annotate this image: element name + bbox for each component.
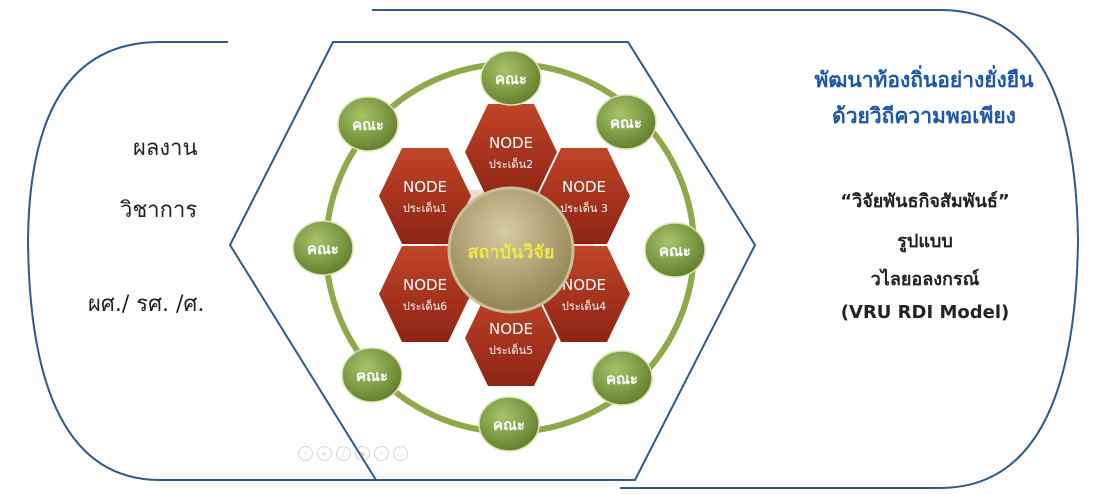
faculty-label: คณะ: [495, 70, 527, 88]
node-hexagon[interactable]: NODE ประเด็น5: [465, 290, 557, 386]
right-line-2: รูปแบบ: [897, 231, 953, 252]
outer-hexagon: [228, 41, 757, 481]
faculty-label: คณะ: [606, 370, 638, 388]
right-title-line-2: ด้วยวิถีความพอเพียง: [832, 104, 1016, 128]
slideshow-controls: ‹ ▸ ∕ ▪ ⌕ …: [298, 446, 408, 461]
node-subtitle: ประเด็น 3: [560, 201, 608, 215]
node-subtitle: ประเด็น2: [489, 157, 533, 171]
faculty-circle[interactable]: คณะ: [478, 396, 540, 452]
faculty-circle[interactable]: คณะ: [337, 96, 399, 152]
center-institute[interactable]: สถาบันวิจัย: [447, 186, 575, 314]
node-title: NODE: [562, 178, 606, 196]
faculty-circle[interactable]: คณะ: [480, 50, 542, 106]
left-panel-outline: [26, 41, 376, 481]
node-subtitle: ประเด็น1: [403, 201, 447, 215]
center-label: สถาบันวิจัย: [468, 242, 555, 263]
faculty-label: คณะ: [307, 240, 339, 258]
node-title: NODE: [403, 276, 447, 294]
node-title: NODE: [562, 276, 606, 294]
left-line-3: ผศ./ รศ. /ศ.: [88, 292, 205, 317]
more-icon[interactable]: …: [393, 446, 408, 461]
faculty-label: คณะ: [659, 242, 691, 260]
node-title: NODE: [489, 134, 533, 152]
faculty-circle[interactable]: คณะ: [595, 94, 657, 150]
faculty-circle[interactable]: คณะ: [644, 222, 706, 278]
node-hexagon[interactable]: NODE ประเด็น6: [379, 246, 471, 342]
node-title: NODE: [489, 320, 533, 338]
node-subtitle: ประเด็น5: [489, 343, 533, 357]
zoom-icon[interactable]: ⌕: [374, 446, 389, 461]
faculty-label: คณะ: [610, 114, 642, 132]
faculty-circle[interactable]: คณะ: [292, 220, 354, 276]
right-line-1: “วิจัยพันธกิจสัมพันธ์”: [840, 191, 1010, 212]
prev-icon[interactable]: ‹: [298, 446, 313, 461]
faculty-label: คณะ: [352, 116, 384, 134]
left-line-2: วิชาการ: [120, 198, 198, 223]
play-icon[interactable]: ▸: [317, 446, 332, 461]
right-panel-outline: [372, 9, 1080, 489]
node-subtitle: ประเด็น4: [562, 299, 606, 313]
right-line-4: (VRU RDI Model): [840, 302, 1010, 323]
faculty-circle[interactable]: คณะ: [591, 350, 653, 406]
faculty-circle[interactable]: คณะ: [341, 347, 403, 403]
node-hexagon[interactable]: NODE ประเด็น2: [465, 104, 557, 200]
node-subtitle: ประเด็น6: [403, 299, 447, 313]
faculty-label: คณะ: [356, 367, 388, 385]
right-title-line-1: พัฒนาท้องถิ่นอย่างยั่งยืน: [814, 68, 1034, 92]
pen-icon[interactable]: ∕: [336, 446, 351, 461]
left-line-1: ผลงาน: [133, 136, 198, 161]
screen-icon[interactable]: ▪: [355, 446, 370, 461]
right-line-3: วไลยอลงกรณ์: [870, 269, 980, 290]
node-title: NODE: [403, 178, 447, 196]
node-hexagon[interactable]: NODE ประเด็น1: [379, 148, 471, 244]
faculty-label: คณะ: [493, 416, 525, 434]
